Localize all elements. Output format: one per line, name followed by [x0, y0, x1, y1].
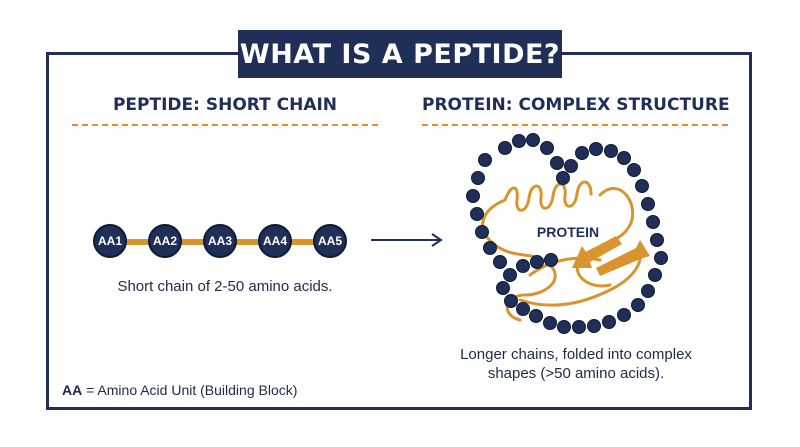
protein-heading: PROTEIN: COMPLEX STRUCTURE — [422, 95, 730, 115]
protein-label: PROTEIN — [537, 224, 599, 240]
residue-bead — [544, 253, 558, 267]
residue-bead — [471, 171, 485, 185]
residue-bead — [641, 197, 655, 211]
residue-bead — [631, 298, 645, 312]
residue-bead — [475, 225, 489, 239]
residue-bead — [572, 320, 586, 334]
residue-bead — [589, 142, 603, 156]
amino-acid-1: AA1 — [93, 224, 127, 258]
residue-bead — [550, 156, 564, 170]
residue-bead — [587, 319, 601, 333]
residue-bead — [498, 141, 512, 155]
peptide-bond — [170, 239, 222, 245]
residue-bead — [466, 189, 480, 203]
amino-acid-5: AA5 — [313, 224, 347, 258]
legend-text: = Amino Acid Unit (Building Block) — [82, 382, 298, 398]
residue-bead — [483, 241, 497, 255]
residue-bead — [516, 259, 530, 273]
amino-acid-4: AA4 — [258, 224, 292, 258]
amino-acid-2: AA2 — [148, 224, 182, 258]
residue-bead — [602, 315, 616, 329]
residue-bead — [543, 316, 557, 330]
residue-bead — [604, 144, 618, 158]
residue-bead — [516, 302, 530, 316]
peptide-bond — [114, 239, 166, 245]
peptide-heading: PEPTIDE: SHORT CHAIN — [112, 95, 338, 115]
peptide-chain: AA1 AA2 AA3 AA4 AA5 — [90, 222, 360, 262]
peptide-bond — [226, 239, 278, 245]
residue-bead — [564, 159, 578, 173]
residue-bead — [512, 134, 526, 148]
protein-caption-line2: shapes (>50 amino acids). — [487, 365, 665, 382]
residue-bead — [478, 153, 492, 167]
residue-bead — [641, 284, 655, 298]
residue-bead — [504, 294, 518, 308]
residue-bead — [646, 215, 660, 229]
amino-acid-3: AA3 — [203, 224, 237, 258]
residue-bead — [648, 268, 662, 282]
residue-bead — [496, 281, 510, 295]
residue-bead — [627, 163, 641, 177]
legend-abbr: AA — [62, 382, 83, 398]
residue-bead — [529, 309, 543, 323]
beta-sheet-arrows — [572, 236, 650, 276]
legend: AA = Amino Acid Unit (Building Block) — [62, 382, 297, 398]
protein-divider — [422, 124, 728, 126]
peptide-divider — [72, 124, 378, 126]
title-banner: WHAT IS A PEPTIDE? — [238, 30, 562, 78]
protein-caption-line1: Longer chains, folded into complex — [460, 346, 692, 363]
residue-bead — [470, 207, 484, 221]
residue-bead — [654, 251, 668, 265]
residue-bead — [530, 255, 544, 269]
protein-caption: Longer chains, folded into complex shape… — [418, 345, 734, 383]
residue-bead — [503, 268, 517, 282]
residue-bead — [617, 308, 631, 322]
peptide-caption: Short chain of 2-50 amino acids. — [117, 278, 333, 295]
right-arrow — [371, 233, 443, 247]
residue-bead — [575, 146, 589, 160]
residue-bead — [557, 320, 571, 334]
page-title: WHAT IS A PEPTIDE? — [239, 38, 561, 70]
residue-bead — [556, 171, 570, 185]
residue-beads — [466, 133, 668, 334]
residue-bead — [635, 179, 649, 193]
peptide-bond — [280, 239, 332, 245]
residue-bead — [650, 233, 664, 247]
residue-bead — [540, 141, 554, 155]
residue-bead — [617, 151, 631, 165]
residue-bead — [493, 255, 507, 269]
residue-bead — [526, 133, 540, 147]
